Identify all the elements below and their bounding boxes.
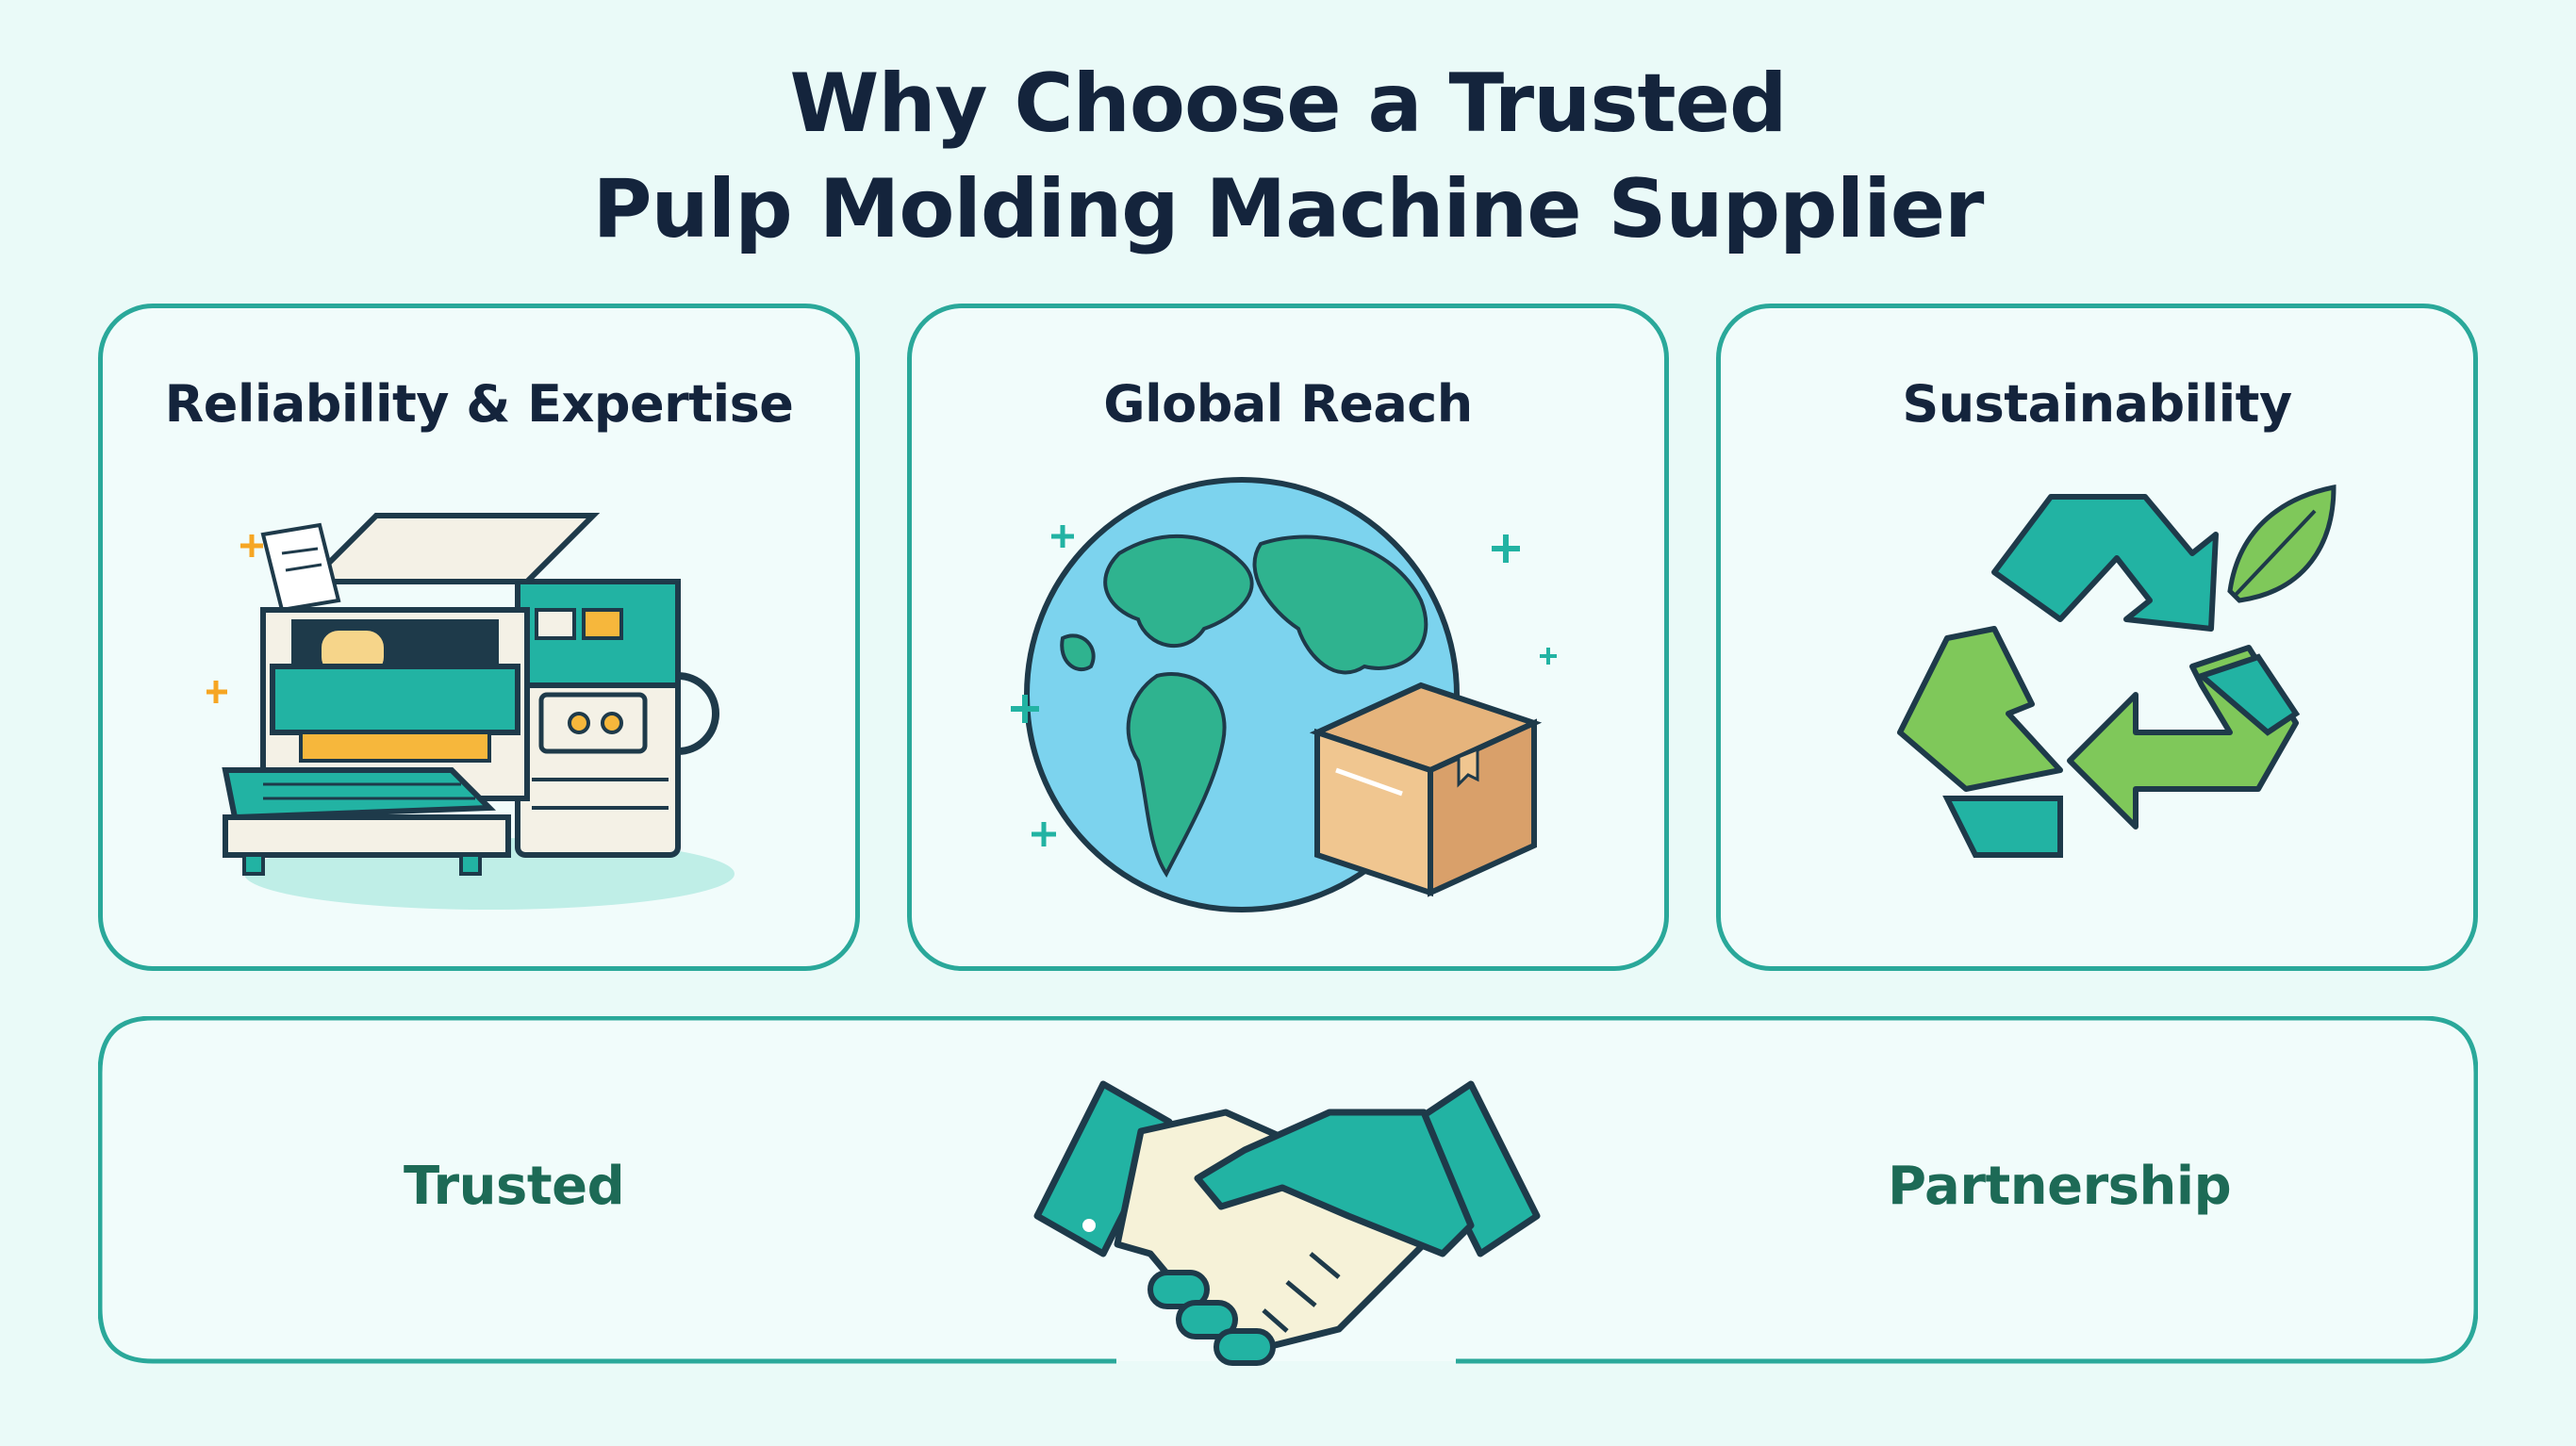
page-title: Why Choose a Trusted Pulp Molding Machin… <box>0 51 2576 262</box>
card-reliability-expertise: Reliability & Expertise <box>98 304 860 971</box>
card-global-reach: Global Reach <box>907 304 1669 971</box>
title-line-1: Why Choose a Trusted <box>789 57 1787 151</box>
pulp-molding-machine-icon <box>206 513 735 910</box>
card-title: Global Reach <box>1103 374 1473 434</box>
globe-with-box-icon <box>1011 477 1557 912</box>
title-line-2: Pulp Molding Machine Supplier <box>592 162 1985 256</box>
recycle-leaf-icon <box>1897 484 2337 858</box>
trusted-label: Trusted <box>404 1156 625 1217</box>
partnership-label: Partnership <box>1888 1156 2232 1217</box>
handshake-icon <box>1033 1080 1541 1366</box>
card-sustainability: Sustainability <box>1716 304 2478 971</box>
card-title: Sustainability <box>1902 374 2292 434</box>
card-title: Reliability & Expertise <box>164 374 794 434</box>
